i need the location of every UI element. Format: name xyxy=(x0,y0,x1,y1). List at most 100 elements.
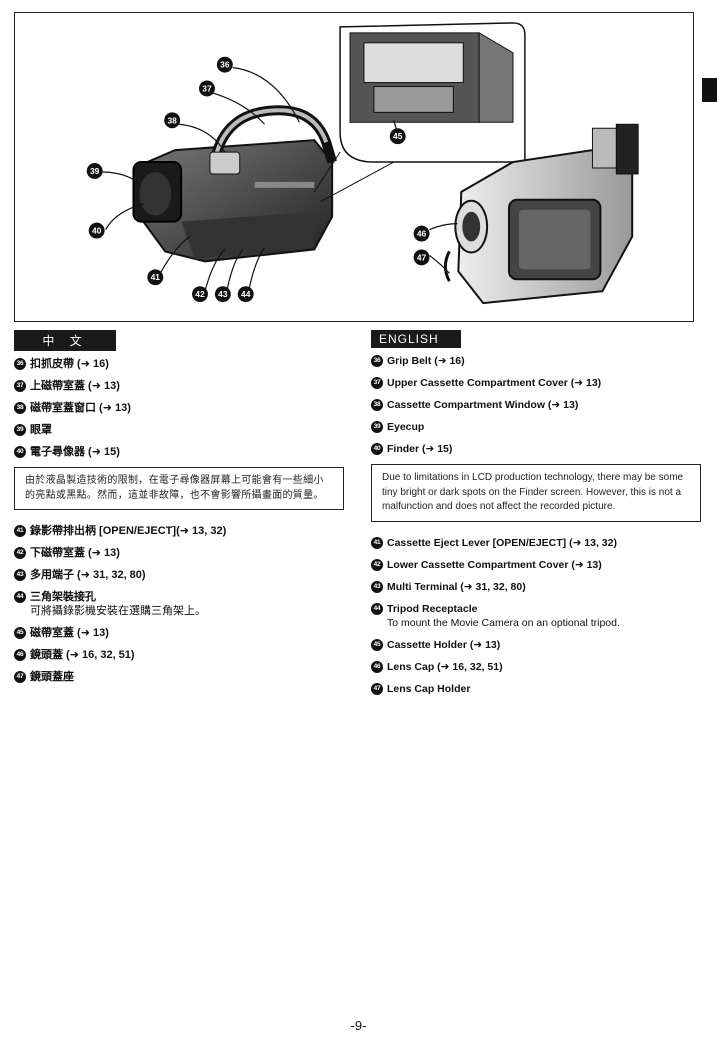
chinese-header: 中 文 xyxy=(14,330,116,351)
callout-39: 39 xyxy=(86,163,103,179)
item-label: 電子尋像器 (➜ 15) xyxy=(30,446,120,458)
callout-42: 42 xyxy=(192,286,208,303)
list-item: 39 Eyecup xyxy=(371,420,701,434)
item-description: To mount the Movie Camera on an optional… xyxy=(387,616,620,629)
item-label: Cassette Compartment Window (➜ 13) xyxy=(387,399,579,411)
item-label: 鏡頭蓋 (➜ 16, 32, 51) xyxy=(30,649,135,661)
english-note-box: Due to limitations in LCD production tec… xyxy=(371,464,701,522)
svg-text:40: 40 xyxy=(92,226,102,236)
camera-rear-view xyxy=(132,105,337,263)
callout-41: 41 xyxy=(147,269,164,286)
item-number: 36 xyxy=(14,358,26,370)
item-label: Cassette Holder (➜ 13) xyxy=(387,638,501,651)
callout-40: 40 xyxy=(88,222,105,239)
list-item: 38 磁帶室蓋窗口 (➜ 13) xyxy=(14,401,344,415)
list-item: 36 扣抓皮帶 (➜ 16) xyxy=(14,357,344,371)
item-number: 45 xyxy=(371,638,383,651)
list-item: 43 多用端子 (➜ 31, 32, 80) xyxy=(14,568,344,582)
item-number: 44 xyxy=(14,591,26,603)
item-number: 40 xyxy=(14,446,26,458)
item-label: 磁帶室蓋 (➜ 13) xyxy=(30,627,109,639)
section-tab-marker xyxy=(702,78,717,102)
chinese-column: 中 文 36 扣抓皮帶 (➜ 16) 37 上磁帶室蓋 (➜ 13) 38 磁帶室蓋窗… xyxy=(14,330,344,692)
item-number: 47 xyxy=(371,682,383,695)
callout-markers: 36 37 38 39 40 41 42 43 44 45 46 47 xyxy=(86,56,430,303)
callout-43: 43 xyxy=(214,286,231,303)
item-number: 40 xyxy=(371,443,383,455)
item-number: 36 xyxy=(371,355,383,367)
svg-text:36: 36 xyxy=(220,60,230,70)
item-number: 43 xyxy=(371,580,383,593)
item-number: 41 xyxy=(371,536,383,549)
callout-46: 46 xyxy=(413,225,430,242)
chinese-note-box: 由於液晶製造技術的限制，在電子尋像器屏幕上可能會有一些細小的亮點或黑點。然而，這… xyxy=(14,467,344,510)
svg-text:41: 41 xyxy=(151,272,161,282)
list-item: 46 Lens Cap (➜ 16, 32, 51) xyxy=(371,660,701,674)
item-number: 44 xyxy=(371,602,383,615)
item-number: 43 xyxy=(14,569,26,581)
item-label: 磁帶室蓋窗口 (➜ 13) xyxy=(30,402,131,414)
svg-text:45: 45 xyxy=(393,131,403,141)
callout-47: 47 xyxy=(413,249,430,266)
item-number: 38 xyxy=(371,399,383,411)
item-number: 37 xyxy=(371,377,383,389)
item-description: 可將攝錄影機安裝在選購三角架上。 xyxy=(30,605,206,617)
item-number: 45 xyxy=(14,627,26,639)
svg-text:46: 46 xyxy=(417,229,427,239)
item-label: 上磁帶室蓋 (➜ 13) xyxy=(30,380,120,392)
camera-drawing: 36 37 38 39 40 41 42 43 44 45 46 47 xyxy=(86,22,639,305)
camera-illustration: 36 37 38 39 40 41 42 43 44 45 46 47 xyxy=(14,12,694,322)
list-item: 42 下磁帶室蓋 (➜ 13) xyxy=(14,546,344,560)
item-label: 多用端子 (➜ 31, 32, 80) xyxy=(30,569,146,581)
svg-text:47: 47 xyxy=(417,252,427,262)
english-header: ENGLISH xyxy=(371,330,461,348)
item-label: 鏡頭蓋座 xyxy=(30,671,74,683)
item-label: Upper Cassette Compartment Cover (➜ 13) xyxy=(387,377,602,389)
camera-front-view xyxy=(443,123,639,305)
item-number: 39 xyxy=(371,421,383,433)
callout-45: 45 xyxy=(389,128,406,145)
item-number: 38 xyxy=(14,402,26,414)
item-label: Multi Terminal (➜ 31, 32, 80) xyxy=(387,580,526,593)
item-label: Eyecup xyxy=(387,421,425,433)
list-item: 43 Multi Terminal (➜ 31, 32, 80) xyxy=(371,580,701,594)
item-label: Grip Belt (➜ 16) xyxy=(387,355,465,367)
callout-38: 38 xyxy=(164,112,181,129)
svg-text:43: 43 xyxy=(218,289,228,299)
list-item: 44 三角架裝接孔可將攝錄影機安裝在選購三角架上。 xyxy=(14,590,344,618)
item-label: Lens Cap (➜ 16, 32, 51) xyxy=(387,660,503,673)
item-label: 三角架裝接孔可將攝錄影機安裝在選購三角架上。 xyxy=(30,590,344,618)
svg-text:38: 38 xyxy=(167,115,177,125)
item-label: 錄影帶排出柄 [OPEN/EJECT](➜ 13, 32) xyxy=(30,525,227,537)
item-number: 46 xyxy=(371,660,383,673)
list-item: 38 Cassette Compartment Window (➜ 13) xyxy=(371,398,701,412)
item-number: 37 xyxy=(14,380,26,392)
svg-text:44: 44 xyxy=(241,289,251,299)
item-label: 下磁帶室蓋 (➜ 13) xyxy=(30,547,120,559)
list-item: 36 Grip Belt (➜ 16) xyxy=(371,354,701,368)
item-title: 三角架裝接孔 xyxy=(30,591,96,603)
list-item: 37 上磁帶室蓋 (➜ 13) xyxy=(14,379,344,393)
page-number: -9- xyxy=(350,1018,367,1033)
chinese-items-top: 36 扣抓皮帶 (➜ 16) 37 上磁帶室蓋 (➜ 13) 38 磁帶室蓋窗口 (➜… xyxy=(14,357,344,459)
item-number: 39 xyxy=(14,424,26,436)
item-number: 42 xyxy=(371,558,383,571)
svg-text:39: 39 xyxy=(90,166,100,176)
item-number: 42 xyxy=(14,547,26,559)
item-label: 扣抓皮帶 (➜ 16) xyxy=(30,358,109,370)
item-number: 46 xyxy=(14,649,26,661)
list-item: 45 Cassette Holder (➜ 13) xyxy=(371,638,701,652)
list-item: 42 Lower Cassette Compartment Cover (➜ 13… xyxy=(371,558,701,572)
list-item: 45 磁帶室蓋 (➜ 13) xyxy=(14,626,344,640)
item-label: Lower Cassette Compartment Cover (➜ 13) xyxy=(387,558,602,571)
list-item: 46 鏡頭蓋 (➜ 16, 32, 51) xyxy=(14,648,344,662)
item-title: Tripod Receptacle xyxy=(387,602,478,615)
